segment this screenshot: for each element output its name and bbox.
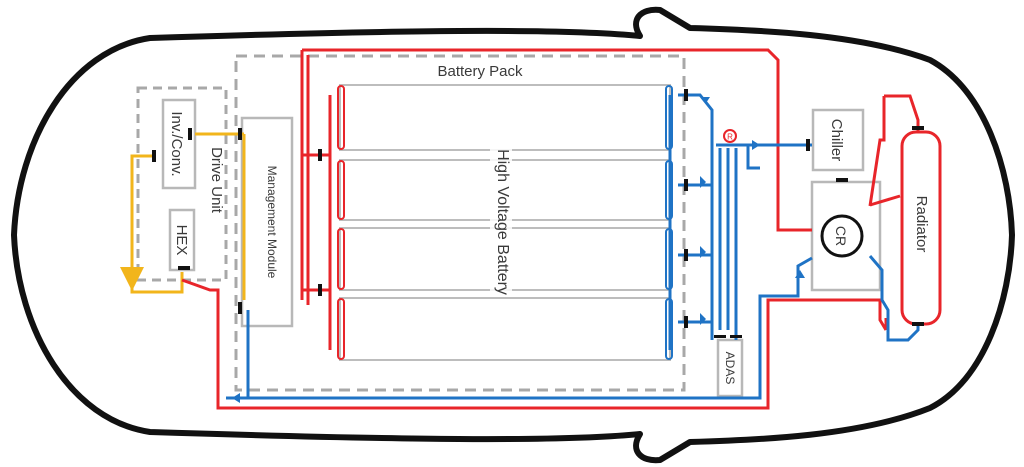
valve-markers [152,89,924,338]
chiller-box [811,108,865,172]
adas-box [716,338,744,398]
valve-icon [152,150,156,162]
high-voltage-battery-label: High Voltage Battery [494,149,511,295]
valve-icon [238,128,242,140]
inlet-manifold [337,160,345,220]
management-module-label: Management Module [265,166,279,279]
valve-icon [238,302,242,314]
valve-icon [806,139,810,151]
valve-icon [684,89,688,101]
car-body-outline [11,6,1015,464]
valve-icon [684,249,688,261]
drive-unit-label: Drive Unit [208,147,225,214]
radiator-tubes [906,138,936,318]
battery-pack-group [234,54,686,392]
management-module-box [240,116,294,328]
battery-module-4 [339,297,671,361]
valve-icon [178,266,190,270]
inlet-manifold [337,298,345,360]
valve-icon [684,179,688,191]
valve-icon [684,316,688,328]
reservoir-label: R [727,133,733,142]
cr-valve-icon [820,214,864,258]
valve-icon [714,335,726,338]
hot-coolant-lines [181,48,920,410]
valve-icon [318,284,322,296]
valve-icon [318,149,322,161]
drive-unit-coolant-loop [120,132,246,300]
inverter-converter-label: Inv./Conv. [168,111,185,176]
reservoir-icon [723,129,737,143]
battery-module-1 [339,84,671,151]
hex-label: HEX [173,225,190,256]
adas-label: ADAS [723,352,737,385]
inlet-manifold [337,85,345,150]
chiller-label: Chiller [828,119,845,162]
inlet-manifold [337,228,345,290]
valve-icon [730,335,742,338]
flow-arrows [232,97,805,403]
battery-pack-label: Battery Pack [437,63,523,80]
valve-icon [912,126,924,130]
valve-icon [912,322,924,326]
radiator-label: Radiator [913,196,930,253]
cr-label: CR [833,226,849,246]
inverter-converter-box [161,98,197,190]
valve-icon [836,178,848,182]
valve-icon [188,128,192,140]
